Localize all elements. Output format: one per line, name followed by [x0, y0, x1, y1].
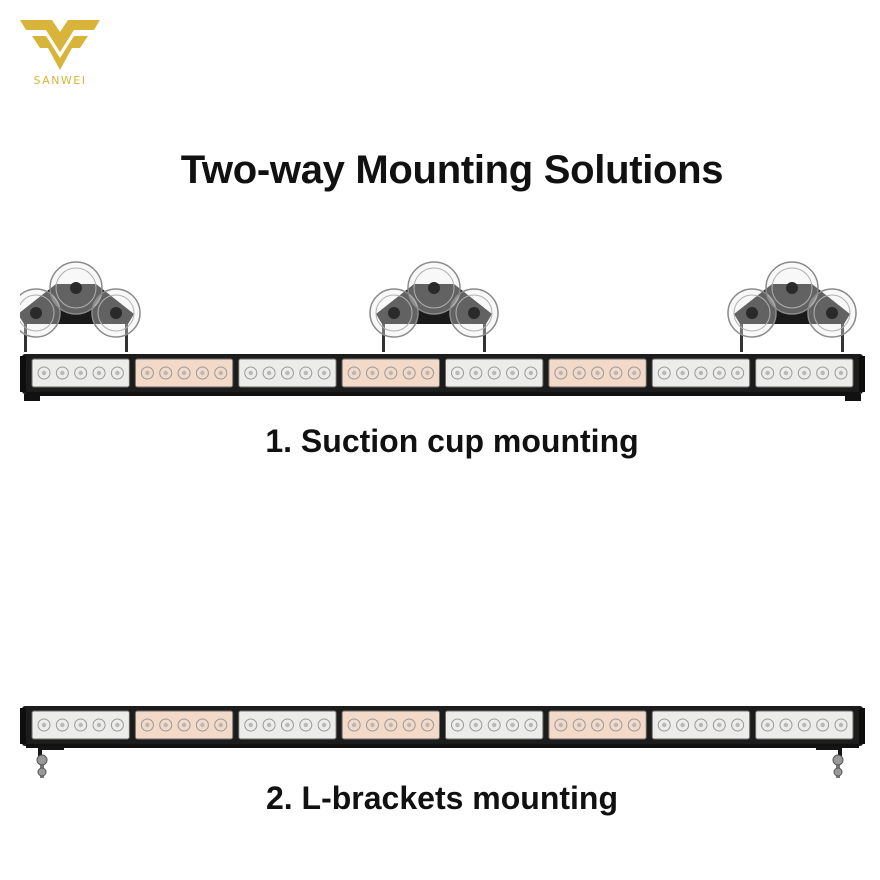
- led-module-4: [341, 710, 440, 740]
- lightbar-suction-graphic: [20, 261, 865, 401]
- led-module-1: [31, 710, 130, 740]
- lightbar-lip: [26, 744, 859, 748]
- suction-cup-3: [91, 288, 141, 338]
- suction-cup-1: [727, 288, 777, 338]
- led-module-6: [548, 710, 647, 740]
- suction-cup-mount: [727, 261, 857, 352]
- suction-cup-mount: [369, 261, 499, 352]
- end-cap-right: [859, 356, 865, 392]
- end-cap-left: [20, 356, 26, 392]
- page-title: Two-way Mounting Solutions: [180, 148, 724, 192]
- led-module-8: [755, 710, 854, 740]
- led-module-8: [755, 358, 854, 388]
- l-bracket-bolt: [36, 746, 64, 778]
- led-module-4: [341, 358, 440, 388]
- led-module-5: [445, 710, 544, 740]
- led-module-7: [651, 358, 751, 388]
- suction-cup-mount: [20, 261, 141, 352]
- l-bracket-bolt: [816, 746, 844, 778]
- lightbar-l-bracket-mount: [20, 700, 865, 790]
- suction-cup-2: [765, 261, 819, 315]
- suction-cup-2: [49, 261, 103, 315]
- led-module-2: [134, 358, 234, 388]
- brand-name: SANWEI: [33, 74, 87, 87]
- foot-right: [845, 394, 861, 401]
- led-module-5: [445, 358, 544, 388]
- brand-logo-mark: [20, 20, 100, 70]
- lightbar-lip: [26, 392, 859, 396]
- led-module-3: [238, 358, 337, 388]
- suction-cup-3: [807, 288, 857, 338]
- lightbar-l-bracket-graphic: [20, 706, 865, 778]
- caption-l-bracket-mounting: 2. L-brackets mounting: [265, 780, 619, 816]
- lightbar-suction-mount: [20, 258, 865, 408]
- suction-cup-3: [449, 288, 499, 338]
- suction-cup-1: [369, 288, 419, 338]
- led-module-3: [238, 710, 337, 740]
- caption-suction-mounting: 1. Suction cup mounting: [265, 423, 639, 459]
- brand-logo: SANWEI: [14, 14, 106, 92]
- suction-cup-1: [20, 288, 61, 338]
- foot-left: [24, 394, 40, 401]
- led-module-6: [548, 358, 647, 388]
- suction-cup-2: [407, 261, 461, 315]
- end-cap-right: [859, 708, 865, 744]
- led-module-1: [31, 358, 130, 388]
- end-cap-left: [20, 708, 26, 744]
- led-module-7: [651, 710, 751, 740]
- led-module-2: [134, 710, 234, 740]
